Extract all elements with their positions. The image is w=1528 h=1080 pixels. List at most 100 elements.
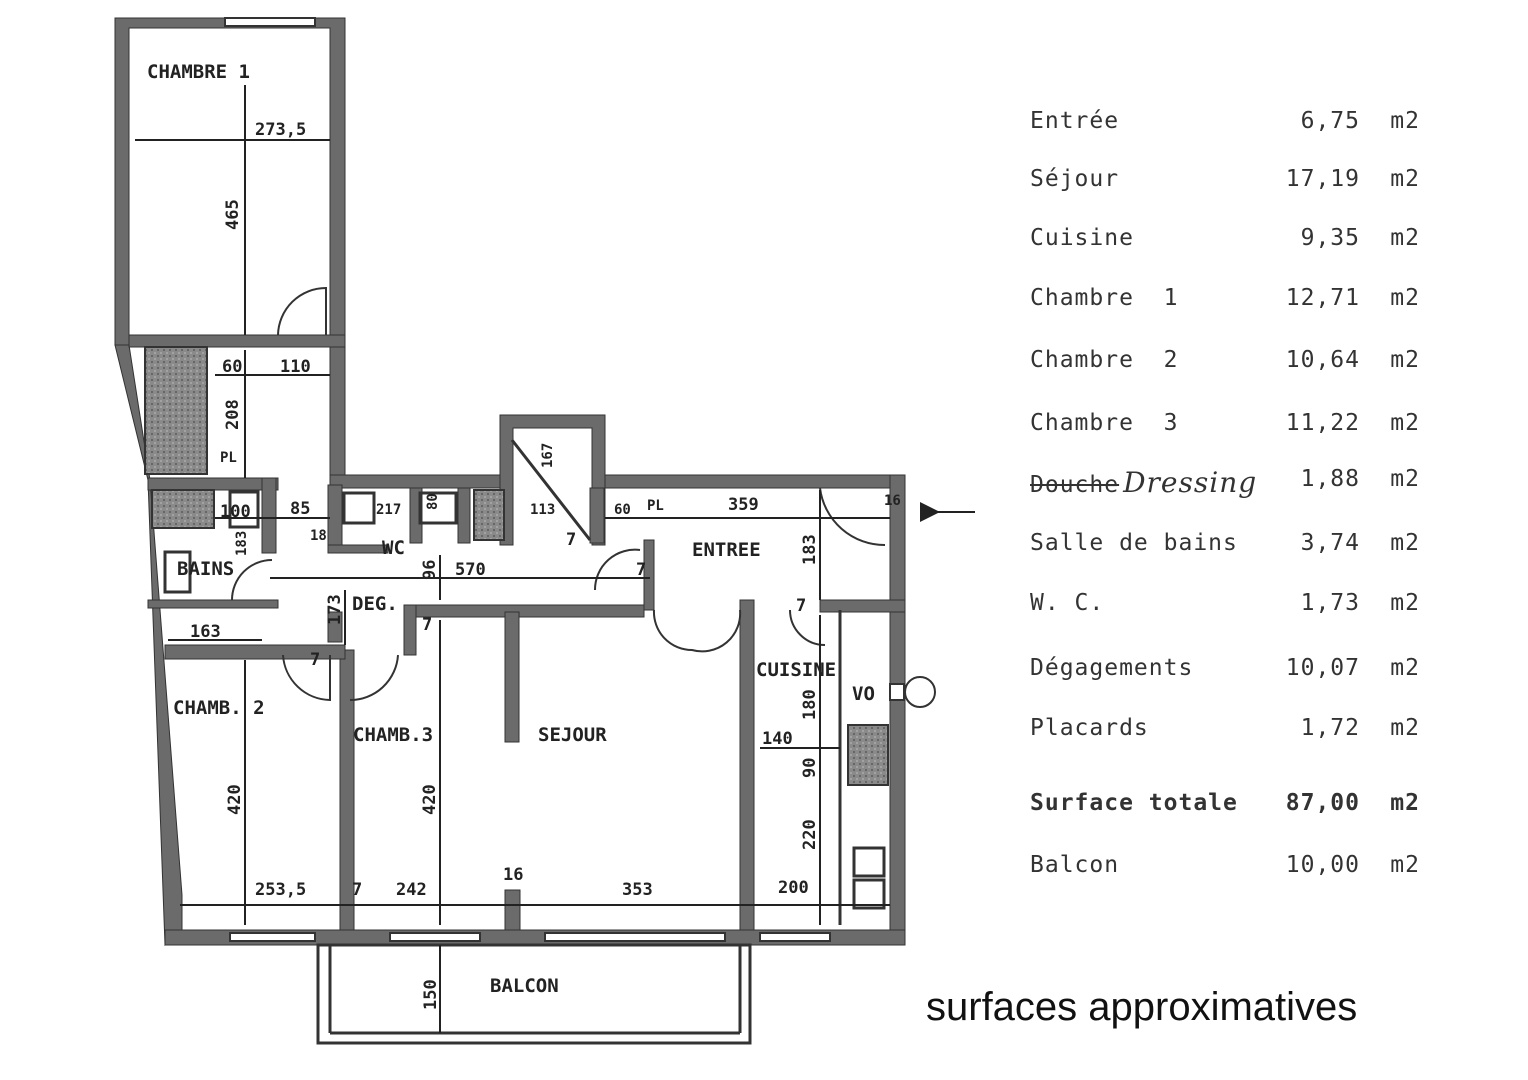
dim-359: 359 (728, 495, 759, 515)
dimension-lines (135, 85, 975, 1033)
fixtures (163, 439, 936, 925)
dim-173: 173 (325, 594, 345, 625)
surface-unit: m2 (1390, 530, 1420, 556)
surface-name: Chambre 2 (1030, 347, 1179, 373)
surface-total-row: Surface totale 87,00 m2 (1030, 790, 1420, 830)
room-wc: WC (382, 537, 405, 559)
dim-80: 80 (425, 493, 441, 510)
dim-353: 353 (622, 880, 653, 900)
surface-row: Chambre 1 12,71 m2 (1030, 285, 1420, 325)
dim-16b: 16 (503, 865, 523, 885)
dim-7a: 7 (636, 560, 646, 580)
surface-unit: m2 (1390, 852, 1420, 878)
surface-row: Balcon 10,00 m2 (1030, 852, 1420, 892)
surface-value: 1,88 (1300, 466, 1360, 492)
surface-name: Salle de bains (1030, 530, 1238, 556)
dim-420b: 420 (420, 784, 440, 815)
dim-163: 163 (190, 622, 221, 642)
dim-18: 18 (310, 528, 327, 544)
surface-value: 1,72 (1300, 715, 1360, 741)
footer-note: surfaces approximatives (926, 985, 1358, 1029)
dim-100: 100 (220, 502, 251, 522)
surface-name: W. C. (1030, 590, 1105, 616)
surface-name: Dégagements (1030, 655, 1194, 681)
surface-name-struck: Douche (1030, 472, 1120, 498)
dim-167: 167 (540, 443, 556, 468)
surface-value: 17,19 (1285, 166, 1360, 192)
surface-unit: m2 (1390, 108, 1420, 134)
room-pl-left: PL (220, 450, 237, 466)
dim-253-5: 253,5 (255, 880, 306, 900)
room-balcon: BALCON (490, 975, 559, 997)
surface-value: 6,75 (1300, 108, 1360, 134)
surface-unit: m2 (1390, 410, 1420, 436)
dim-7f: 7 (566, 530, 576, 550)
room-sejour: SEJOUR (538, 724, 607, 746)
dim-90: 90 (800, 758, 820, 778)
surface-value: 12,71 (1285, 285, 1360, 311)
room-entree: ENTREE (692, 539, 761, 561)
surface-row: Placards 1,72 m2 (1030, 715, 1420, 755)
surface-unit: m2 (1390, 790, 1420, 816)
dim-242: 242 (396, 880, 427, 900)
dim-140: 140 (762, 729, 793, 749)
dim-183a: 183 (234, 531, 250, 556)
surface-name: Chambre 1 (1030, 285, 1179, 311)
surface-unit: m2 (1390, 225, 1420, 251)
windows (224, 17, 831, 942)
surface-row: Entrée 6,75 m2 (1030, 108, 1420, 148)
room-chambre1: CHAMBRE 1 (147, 61, 250, 83)
surface-name-handwritten: Dressing (1123, 466, 1258, 499)
room-bains: BAINS (177, 558, 234, 580)
surface-value: 3,74 (1300, 530, 1360, 556)
surface-unit: m2 (1390, 347, 1420, 373)
balcony-outline (316, 943, 752, 1045)
room-chamb3: CHAMB.3 (353, 724, 433, 746)
dim-96: 96 (420, 560, 440, 580)
surface-unit: m2 (1390, 655, 1420, 681)
dim-7c: 7 (422, 615, 432, 635)
surface-unit: m2 (1390, 166, 1420, 192)
surface-unit: m2 (1390, 715, 1420, 741)
surface-value: 10,07 (1285, 655, 1360, 681)
hatched-blocks (144, 346, 889, 786)
surface-unit: m2 (1390, 590, 1420, 616)
dim-465: 465 (223, 199, 243, 230)
dim-7b: 7 (310, 650, 320, 670)
room-pl-right: PL (647, 498, 664, 514)
surface-row: Dégagements 10,07 m2 (1030, 655, 1420, 695)
surface-unit: m2 (1390, 466, 1420, 492)
doors (231, 286, 886, 702)
surface-row: Séjour 17,19 m2 (1030, 166, 1420, 206)
dim-85: 85 (290, 499, 310, 519)
dim-150: 150 (421, 979, 441, 1010)
surface-value: 9,35 (1300, 225, 1360, 251)
surface-unit: m2 (1390, 285, 1420, 311)
surface-row: W. C. 1,73 m2 (1030, 590, 1420, 630)
surface-row: Chambre 3 11,22 m2 (1030, 410, 1420, 450)
dim-208: 208 (223, 399, 243, 430)
dim-7d: 7 (796, 596, 806, 616)
dim-110: 110 (280, 357, 311, 377)
room-chamb2: CHAMB. 2 (173, 697, 265, 719)
dim-183b: 183 (800, 534, 820, 565)
room-vo: VO (852, 683, 875, 705)
surface-name: Entrée (1030, 108, 1120, 134)
surface-name: Chambre 3 (1030, 410, 1179, 436)
surface-name: Placards (1030, 715, 1149, 741)
surface-name: Séjour (1030, 166, 1120, 192)
surface-row: Chambre 2 10,64 m2 (1030, 347, 1420, 387)
surface-row: Salle de bains 3,74 m2 (1030, 530, 1420, 570)
surface-value: 11,22 (1285, 410, 1360, 436)
dim-180: 180 (800, 689, 820, 720)
surface-value: 10,00 (1285, 852, 1360, 878)
dim-60a: 60 (222, 357, 242, 377)
dim-16a: 16 (884, 493, 901, 509)
dim-217: 217 (376, 502, 401, 518)
surface-name: Balcon (1030, 852, 1120, 878)
surface-name: Cuisine (1030, 225, 1134, 251)
surface-name: Surface totale (1030, 790, 1238, 816)
